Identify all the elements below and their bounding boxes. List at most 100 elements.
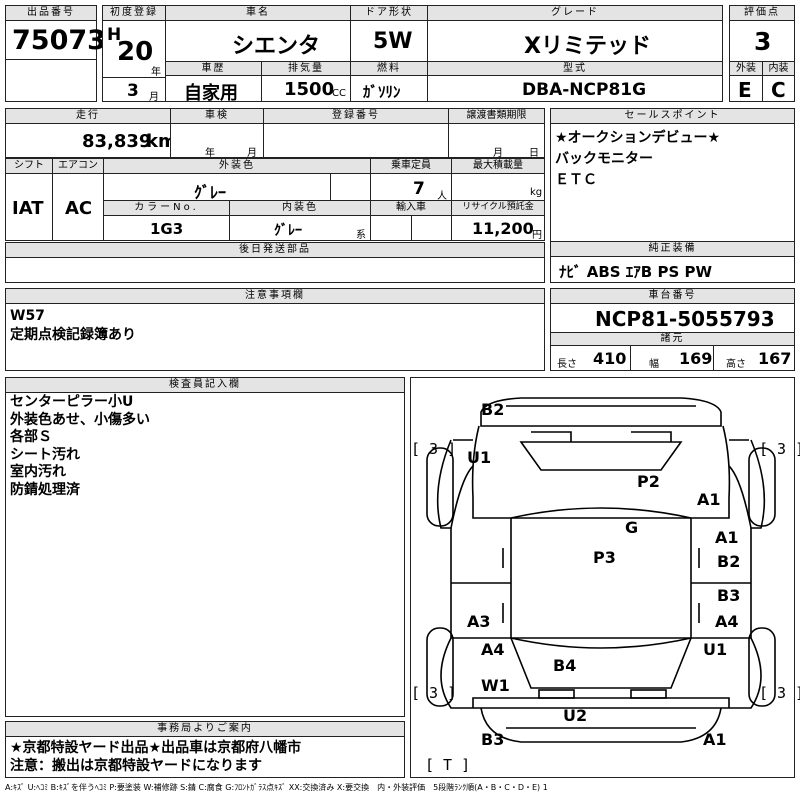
seats-cell: 7 人 [370, 173, 452, 202]
notes-line: 定期点検記録簿あり [10, 327, 136, 343]
inspector-line: シート汚れ [10, 446, 80, 463]
grade: Xリミテッド [524, 34, 651, 59]
damage-mark: W1 [481, 676, 510, 695]
chassis-label: 車台番号 [550, 288, 795, 304]
ext-grade: E [738, 78, 752, 102]
tire-rr-bracket: [ 3 ] [759, 684, 800, 702]
inspector-box: センターピラー小U 外装色あせ、小傷多い 各部Ｓ シート汚れ 室内汚れ 防錆処理… [5, 392, 405, 717]
legend-text: A:ｷｽﾞ U:ﾍｺﾐ B:ｷｽﾞを伴うﾍｺﾐ P:要塗装 W:補修跡 S:錆 … [5, 783, 548, 792]
recycle-label: リサイクル預託金 [451, 200, 545, 216]
history-label: 車歴 [165, 61, 262, 76]
first-reg-month-cell: 3 月 [102, 77, 166, 103]
mileage: 83,839 [82, 131, 152, 152]
notes-box: W57 定期点検記録簿あり [5, 303, 545, 371]
sales-label: セールスポイント [550, 108, 795, 124]
history: 自家用 [184, 83, 238, 104]
disp-label: 排気量 [261, 61, 351, 76]
damage-mark: G [625, 518, 639, 537]
color: ｸﾞﾚｰ [194, 183, 227, 202]
import-cell [370, 215, 452, 241]
car-outline [426, 397, 776, 743]
color-no-label: カラーNo. [103, 200, 230, 216]
office-box: ★京都特設ヤード出品★出品車は京都府八幡市 注意：搬出は京都特設ヤードになります [5, 736, 405, 778]
int-color-unit: 系 [356, 230, 366, 241]
inspector-label: 検査員記入欄 [5, 377, 405, 393]
load-cell: kg [451, 173, 545, 201]
first-reg-cell: H 20 年 [102, 20, 166, 78]
fuel-cell: ｶﾞｿﾘﾝ [350, 75, 428, 102]
recycle: 11,200 [472, 219, 534, 238]
inspector-line: 外装色あせ、小傷多い [10, 411, 150, 428]
spare-tire-bracket: [ T ] [425, 756, 471, 774]
notes-line: W57 [10, 308, 45, 324]
car-name: シエンタ [232, 34, 321, 59]
mileage-cell: 83,839 km [5, 123, 177, 158]
ac-cell: AC [52, 173, 104, 241]
later-parts-cell [5, 257, 545, 283]
car-name-label: 車名 [165, 5, 351, 21]
first-reg-year: 20 [117, 37, 154, 67]
score-cell: 3 [729, 20, 795, 62]
inspector-line: センターピラー小U [10, 394, 134, 410]
insp-month-unit: 月 [247, 148, 257, 159]
grade-label: グレード [427, 5, 723, 21]
lot-no-cell: 75073 [5, 20, 106, 60]
fuel-label: 燃料 [350, 61, 428, 76]
insp-year-unit: 年 [205, 148, 215, 159]
era: H [107, 25, 122, 45]
later-parts-label: 後日発送部品 [5, 242, 545, 258]
tire-rl-bracket: [ 3 ] [411, 684, 457, 702]
seats-label: 乗車定員 [370, 158, 452, 174]
damage-mark: A1 [703, 730, 727, 749]
damage-mark: U2 [563, 706, 588, 725]
seats-unit: 人 [437, 191, 447, 202]
damage-mark: U1 [703, 640, 728, 659]
lot-no-blank [5, 59, 97, 102]
year-unit: 年 [151, 67, 161, 78]
door: 5W [373, 29, 413, 54]
sales-line: ＥＴＣ [555, 172, 597, 188]
int-color-label: 内装色 [229, 200, 371, 216]
sales-line: ★オークションデビュー★ [555, 130, 721, 146]
fuel: ｶﾞｿﾘﾝ [363, 83, 401, 101]
len-label: 長さ [557, 359, 577, 370]
inspector-line: 防錆処理済 [10, 481, 80, 498]
damage-diagram: [ 3 ] [ 3 ] [ 3 ] [ 3 ] [ T ] B2 U1 P2 A… [410, 377, 800, 778]
ac: AC [65, 198, 93, 219]
lot-no-label: 出品番号 [5, 5, 97, 21]
import-label: 輸入車 [370, 200, 452, 216]
recycle-unit: 円 [532, 230, 542, 241]
lot-no: 75073 [12, 25, 106, 56]
color-no-cell: 1G3 [103, 215, 230, 241]
grade-cell: Xリミテッド [427, 20, 723, 62]
equip: ﾅﾋﾞ ABS ｴｱB PS PW [559, 263, 713, 281]
len: 410 [593, 349, 627, 368]
first-reg-label: 初度登録 [102, 5, 166, 21]
equip-cell: ﾅﾋﾞ ABS ｴｱB PS PW [550, 256, 795, 283]
len-cell: 長さ 410 [550, 345, 631, 371]
inspection-cell: 年 月 [170, 123, 264, 159]
load-unit: kg [530, 187, 543, 198]
transfer-day-unit: 日 [529, 148, 539, 159]
shift-label: シフト [5, 158, 53, 174]
notes-label: 注意事項欄 [5, 288, 545, 304]
mileage-label: 走行 [5, 108, 171, 124]
reg-no-label: 登録番号 [263, 108, 449, 124]
damage-mark: A3 [467, 612, 491, 631]
damage-mark: P3 [593, 548, 616, 567]
reg-no-cell [263, 123, 449, 158]
height-label: 高さ [726, 359, 746, 370]
color-extra-cell [330, 173, 371, 201]
int-color-cell: ｸﾞﾚｰ 系 [229, 215, 371, 241]
ext-label: 外装 [729, 61, 763, 76]
int-grade-cell: C [762, 75, 795, 102]
transfer-cell: 月 日 [448, 123, 545, 159]
door-cell: 5W [350, 20, 428, 62]
int-color: ｸﾞﾚｰ [274, 223, 302, 239]
int-label: 内装 [762, 61, 795, 76]
score-label: 評価点 [729, 5, 795, 21]
sales-box: ★オークションデビュー★ バックモニター ＥＴＣ [550, 123, 795, 242]
damage-mark: A1 [715, 528, 739, 547]
transfer-month-unit: 月 [493, 148, 503, 159]
shift: IAT [12, 198, 44, 219]
